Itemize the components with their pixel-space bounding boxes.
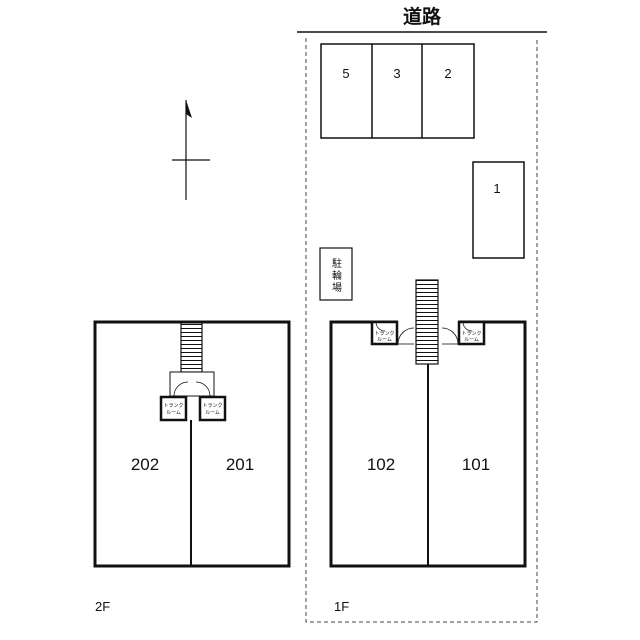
- trunk-room-label-2: ルーム: [166, 410, 181, 416]
- unit-101: 101: [462, 455, 490, 474]
- unit-102: 102: [367, 455, 395, 474]
- door-icon: [397, 327, 415, 345]
- bike-parking-char-3: 場: [332, 281, 342, 294]
- stairs-2f: [180, 321, 203, 373]
- parking-block: [320, 43, 475, 139]
- door-icon: [173, 381, 189, 397]
- trunk-room-label-1: トランク: [202, 403, 222, 409]
- trunk-room-202: [159, 395, 188, 422]
- unit-201: 201: [226, 455, 254, 474]
- trunk-room-label-1: トランク: [461, 331, 481, 337]
- floor-label-1f: 1F: [334, 599, 349, 614]
- bike-parking-box: [319, 247, 353, 301]
- bike-parking: 駐 輪 場: [319, 247, 353, 301]
- trunk-room-label-1: トランク: [163, 403, 183, 409]
- parking-area: 5 3 2 1: [320, 43, 525, 259]
- north-arrow-icon: [172, 100, 210, 200]
- bike-parking-char-2: 輪: [332, 269, 342, 282]
- bike-parking-char-1: 駐: [332, 257, 342, 270]
- trunk-room-label-2: ルーム: [205, 410, 220, 416]
- trunk-room-label-2: ルーム: [377, 337, 392, 343]
- trunk-room-label-2: ルーム: [464, 337, 479, 343]
- parking-space-2: 2: [444, 66, 451, 81]
- trunk-room-201: [198, 395, 227, 422]
- floor-1f: トランク ルーム トランク ルーム 102 101: [329, 279, 527, 568]
- parking-space-1-box: [472, 161, 525, 259]
- floor-label-2f: 2F: [95, 599, 110, 614]
- door-icon: [441, 327, 459, 345]
- parking-space-1: 1: [493, 181, 500, 196]
- landing-2f: [169, 371, 215, 397]
- site-boundary: [305, 38, 538, 623]
- parking-space-3: 3: [393, 66, 400, 81]
- trunk-room-label-1: トランク: [374, 331, 394, 337]
- stairs-1f: [415, 279, 439, 365]
- road-label: 道路: [403, 5, 442, 28]
- parking-space-5: 5: [342, 66, 349, 81]
- door-icon: [195, 381, 211, 397]
- floor-2f: トランク ルーム トランク ルーム 202 201: [93, 320, 291, 568]
- unit-202: 202: [131, 455, 159, 474]
